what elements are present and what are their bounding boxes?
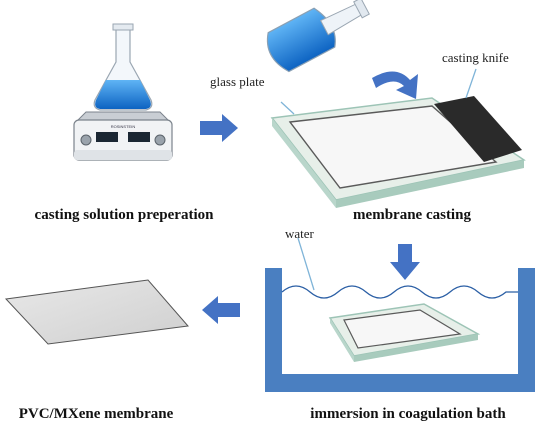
pvc-mxene-membrane-icon bbox=[4, 279, 189, 345]
label-water: water bbox=[285, 226, 315, 241]
label-casting-knife: casting knife bbox=[442, 50, 509, 65]
label-immersion: immersion in coagulation bath bbox=[310, 406, 506, 422]
coagulation-bath-icon bbox=[265, 268, 535, 392]
water-surface-line bbox=[281, 285, 518, 299]
water-pointer-line bbox=[297, 237, 315, 291]
submerged-plate-icon bbox=[328, 303, 481, 362]
pour-direction-arrow-icon bbox=[372, 71, 418, 99]
label-glass-plate: glass plate bbox=[210, 74, 265, 89]
casting-knife-icon bbox=[434, 96, 522, 162]
stirrer-brand-label: ROSINSTEIN bbox=[111, 124, 136, 129]
arrow-right-1-icon bbox=[200, 114, 238, 142]
arrow-left-icon bbox=[202, 296, 240, 324]
flask-on-stirrer-icon: ROSINSTEIN bbox=[73, 23, 173, 161]
casting-knife-pointer-line bbox=[465, 68, 477, 99]
label-casting-solution: casting solution preperation bbox=[35, 207, 215, 223]
glass-plate-pointer-line bbox=[280, 101, 295, 115]
arrow-down-icon bbox=[390, 244, 420, 280]
label-pvc-mxene-membrane: PVC/MXene membrane bbox=[19, 406, 174, 422]
pouring-flask-icon bbox=[266, 0, 370, 73]
label-membrane-casting: membrane casting bbox=[353, 207, 471, 223]
